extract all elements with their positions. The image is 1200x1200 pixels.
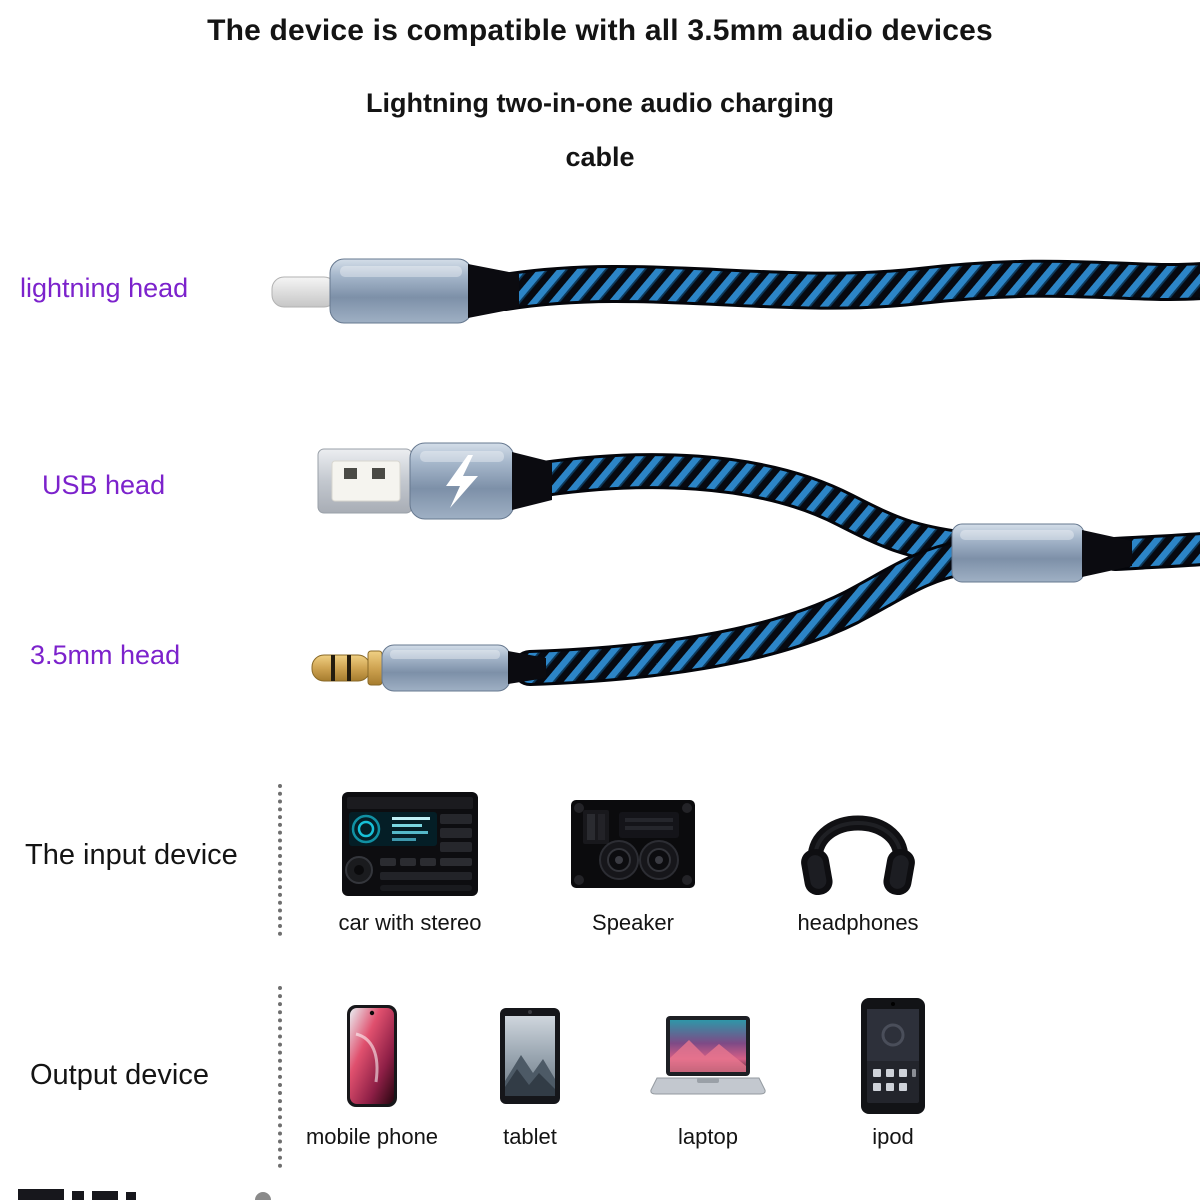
lightning-head-label: lightning head (20, 273, 189, 303)
charge-bolt-icon (446, 455, 478, 508)
headphones-caption: headphones (797, 910, 919, 935)
car-stereo-icon (342, 792, 478, 896)
braided-cables (486, 259, 1200, 686)
mobile-phone-icon (347, 1005, 397, 1107)
device-ipod: ipod (808, 990, 978, 1150)
ipod-icon-wrap (860, 990, 926, 1122)
subtitle-line-1: Lightning two-in-one audio charging (366, 88, 834, 118)
output-section-label: Output device (30, 1059, 209, 1091)
device-speaker: Speaker (548, 780, 718, 936)
device-tablet: tablet (445, 990, 615, 1150)
headphones-icon (801, 815, 915, 896)
device-car-stereo: car with stereo (325, 780, 495, 936)
y-splitter-barrel (951, 523, 1132, 583)
ipod-caption: ipod (872, 1124, 914, 1149)
device-mobile-phone: mobile phone (287, 990, 457, 1150)
speaker-caption: Speaker (592, 910, 674, 935)
ipod-icon (861, 998, 925, 1114)
tablet-icon-wrap (499, 990, 561, 1122)
aux-jack-connector (311, 644, 546, 692)
headphones-icon-wrap (799, 780, 917, 908)
aux-head-label: 3.5mm head (30, 640, 181, 670)
device-laptop: laptop (623, 990, 793, 1150)
usb-head-label: USB head (42, 470, 166, 500)
car-stereo-icon-wrap (340, 780, 480, 908)
input-section-label: The input device (25, 839, 238, 871)
output-dotted-divider (278, 986, 282, 1168)
laptop-caption: laptop (678, 1124, 738, 1149)
subtitle-line-2: cable (565, 142, 635, 172)
page-title: The device is compatible with all 3.5mm … (207, 14, 993, 47)
input-dotted-divider (278, 784, 282, 936)
lightning-connector (271, 258, 519, 324)
car-stereo-caption: car with stereo (338, 910, 482, 935)
usb-connector (317, 442, 552, 520)
tablet-caption: tablet (503, 1124, 557, 1149)
speaker-icon-wrap (567, 780, 699, 908)
laptop-icon (650, 1016, 766, 1095)
speaker-icon (571, 800, 695, 888)
tablet-icon (500, 1008, 560, 1104)
device-headphones: headphones (773, 780, 943, 936)
mobile-phone-icon-wrap (346, 990, 398, 1122)
laptop-icon-wrap (649, 990, 767, 1122)
mobile-phone-caption: mobile phone (305, 1124, 439, 1149)
